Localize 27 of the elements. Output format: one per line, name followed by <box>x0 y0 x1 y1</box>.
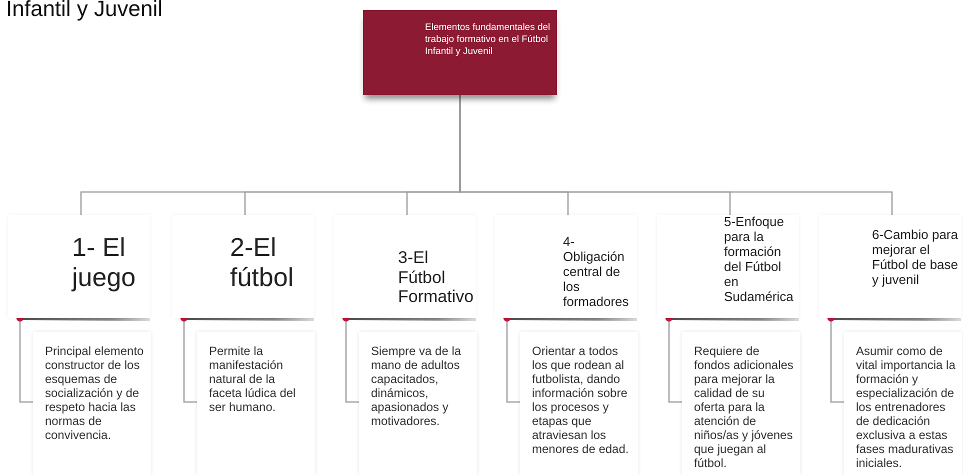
description-card <box>197 332 315 475</box>
description-text: Principal elemento constructor de los esquemas de socialización y de respeto hacia las normas de convivencia. <box>45 344 145 442</box>
heading-card <box>657 215 799 318</box>
heading-text: 3-El Fútbol Formativo <box>398 248 474 307</box>
description-card <box>520 332 638 475</box>
heading-text: 4- Obligación central de los formadores <box>563 235 630 310</box>
page-title: Infantil y Juvenil <box>6 0 163 22</box>
description-text: Orientar a todos los que rodean al futbolista, dando información sobre los procesos y etapas que atraviesan los menores de edad. <box>532 344 630 456</box>
description-text: Siempre va de la mano de adultos capacitados, dinámicos, apasionados y motivadores. <box>371 344 462 428</box>
description-text: Requiere de fondos adicionales para mejorar la calidad de su oferta para la atención de niños/as y jóvenes que juegan al fútbol. <box>694 344 794 470</box>
heading-text: 1- El juego <box>72 233 137 293</box>
description-text: Asumir como de vital importancia la formación y especialización de los entrenadores de dedicación exclusiva a estas fases madurativas iniciales. <box>856 344 956 470</box>
heading-card <box>819 215 961 318</box>
heading-card <box>334 215 476 318</box>
heading-text: 6-Cambio para mejorar el Fútbol de base y juvenil <box>872 228 959 288</box>
description-card <box>359 332 477 475</box>
topic-text: Elementos fundamentales del trabajo formativo en el Fútbol Infantil y Juvenil <box>425 22 551 58</box>
topic-box <box>363 10 557 95</box>
description-card <box>33 332 151 475</box>
description-card <box>682 332 800 475</box>
heading-card <box>172 215 314 318</box>
heading-text: 2-El fútbol <box>230 233 295 293</box>
description-text: Permite la manifestación natural de la faceta lúdica del ser humano. <box>209 344 297 414</box>
heading-text: 5-Enfoque para la formación del Fútbol en Sudamérica <box>724 215 794 305</box>
description-card <box>844 332 962 475</box>
heading-card <box>8 215 150 318</box>
heading-card <box>495 215 637 318</box>
